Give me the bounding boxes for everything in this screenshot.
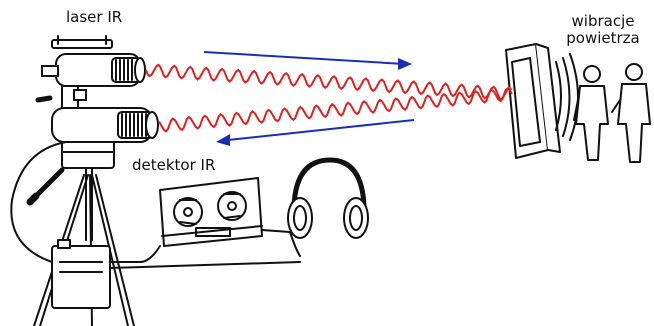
laser-beam-return: [159, 88, 512, 131]
sound-wave-icon: [556, 54, 578, 140]
label-air-vibrations: wibracje powietrza: [548, 13, 654, 47]
label-laser-ir: laser IR: [66, 9, 122, 26]
laser-emitter-icon: [38, 36, 145, 108]
label-detector-ir: detektor IR: [132, 157, 215, 174]
speaking-people-icon: [574, 64, 650, 162]
window-icon: [506, 44, 560, 158]
label-vibrations-line2: powietrza: [548, 30, 654, 47]
headphones-icon: [288, 160, 368, 238]
direction-arrows: [204, 52, 414, 146]
tape-recorder-icon: [160, 178, 262, 246]
battery-box-icon: [52, 240, 110, 308]
label-vibrations-line1: wibracje: [548, 13, 654, 30]
laser-beam-outgoing: [146, 65, 512, 100]
